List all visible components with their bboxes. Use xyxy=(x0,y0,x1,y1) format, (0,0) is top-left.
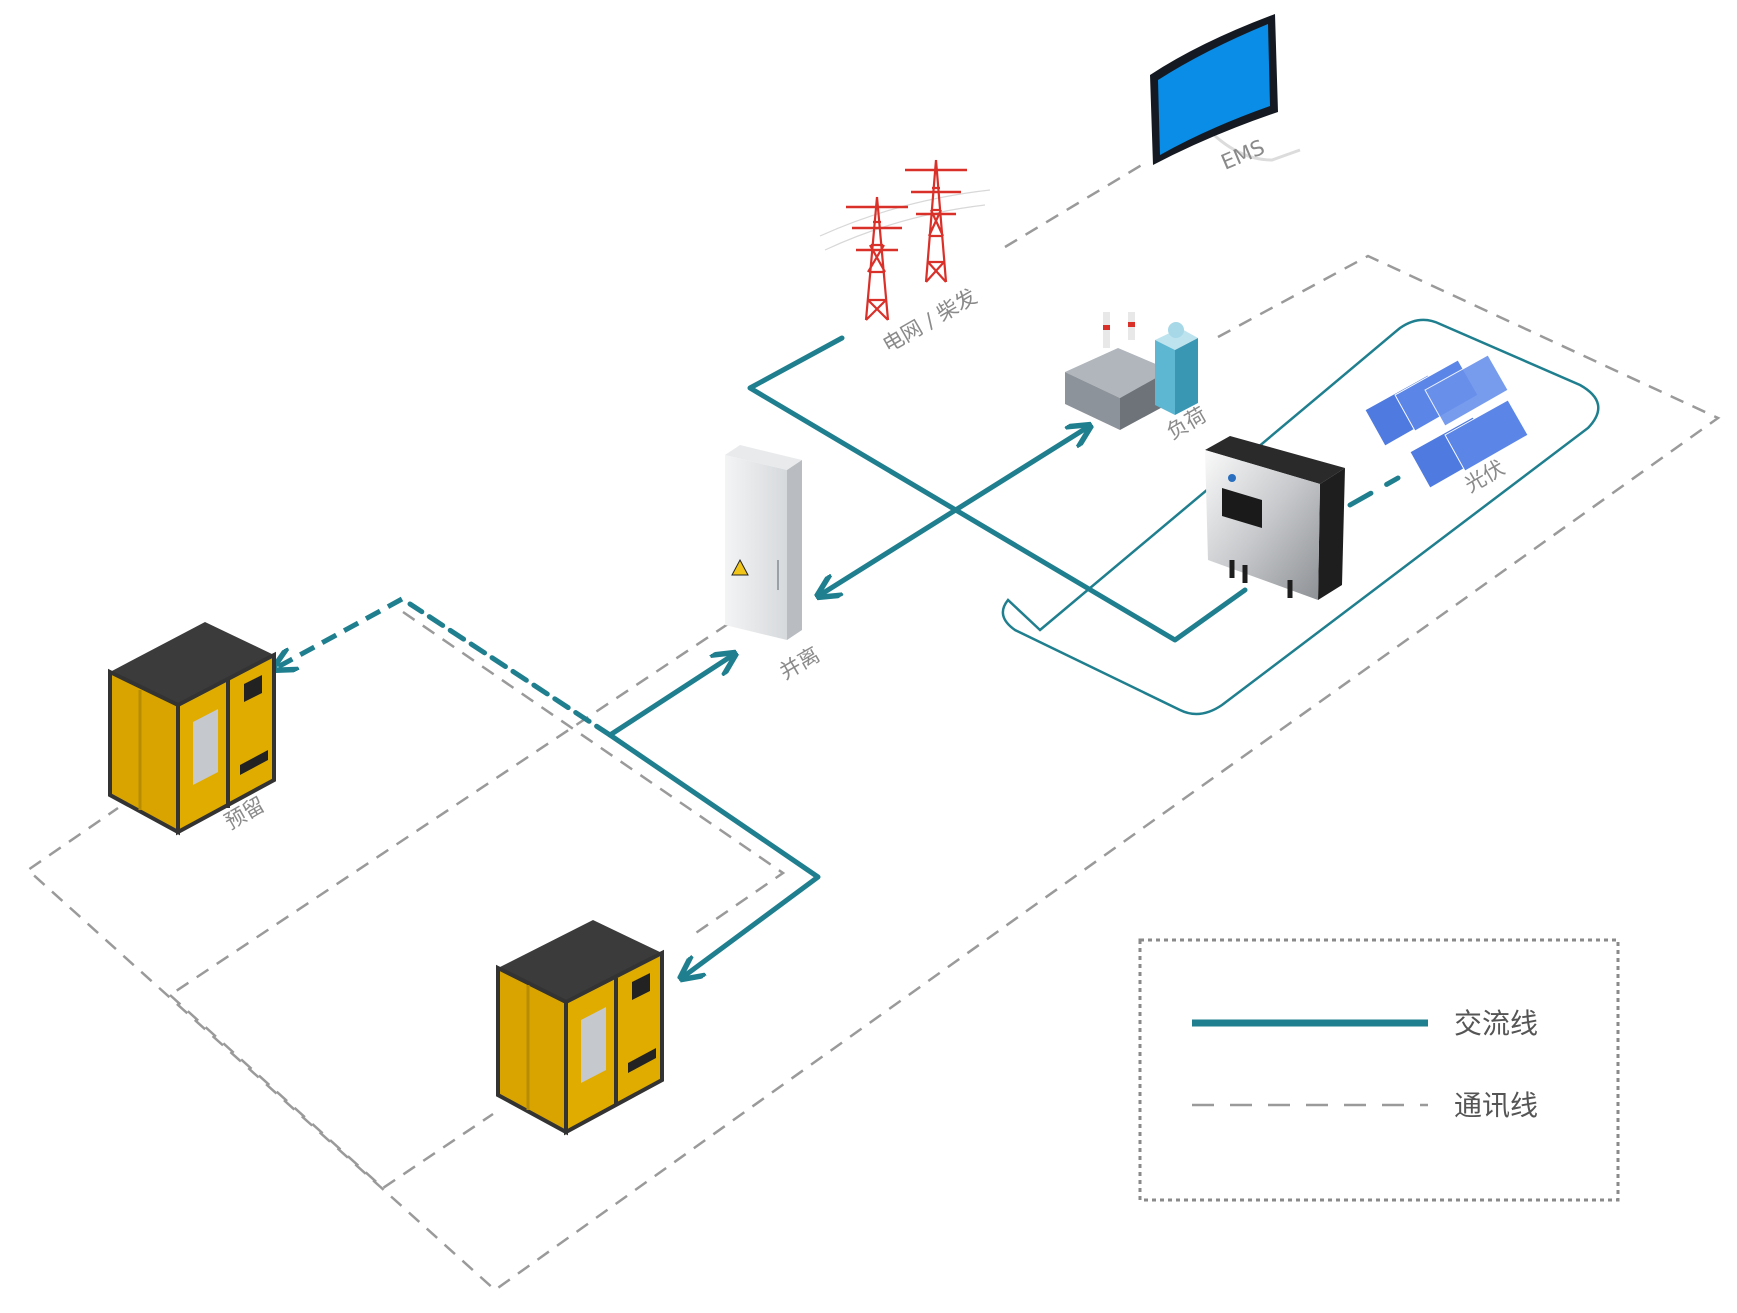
legend-ac-label: 交流线 xyxy=(1454,1007,1538,1040)
battery-cabinet-icon xyxy=(496,920,664,1136)
factory-icon xyxy=(1065,312,1198,430)
switch-cabinet-label: 并离 xyxy=(776,643,824,685)
solar-panel-icon xyxy=(1364,354,1529,489)
monitor-icon xyxy=(1150,14,1301,165)
battery-cabinet-icon xyxy=(108,622,276,836)
pv-group-outline xyxy=(1001,318,1600,716)
legend: 交流线 通讯线 xyxy=(1138,938,1620,1202)
inverter-icon xyxy=(1205,436,1345,600)
switch-cabinet-icon xyxy=(725,445,802,640)
pylon-icon xyxy=(819,159,991,321)
ac-lines xyxy=(276,335,1401,977)
ems-label: EMS xyxy=(1218,135,1269,175)
grid-label: 电网 / 柴发 xyxy=(879,284,981,357)
legend-comm-label: 通讯线 xyxy=(1454,1089,1538,1122)
